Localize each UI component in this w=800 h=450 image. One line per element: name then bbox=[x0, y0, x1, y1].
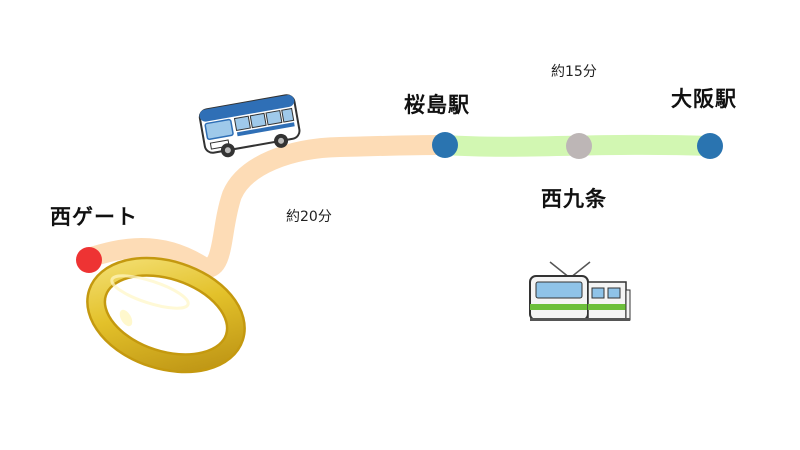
ring-icon bbox=[86, 256, 246, 374]
nishikujo-label: 西九条 bbox=[541, 187, 607, 211]
osaka-label: 大阪駅 bbox=[671, 87, 737, 111]
sakurajima-marker[interactable] bbox=[432, 132, 458, 158]
bus-icon bbox=[198, 94, 301, 158]
train-icon bbox=[529, 261, 631, 321]
train-travel-time: 約15分 bbox=[551, 64, 597, 80]
bus-travel-time: 約20分 bbox=[286, 209, 332, 225]
train-route-line bbox=[435, 134, 720, 157]
west-gate-marker[interactable] bbox=[76, 247, 102, 273]
osaka-marker[interactable] bbox=[697, 133, 723, 159]
nishikujo-marker[interactable] bbox=[566, 133, 592, 159]
sakurajima-label: 桜島駅 bbox=[404, 93, 470, 117]
west-gate-label: 西ゲート bbox=[50, 205, 138, 229]
bus-route-line bbox=[78, 135, 450, 278]
